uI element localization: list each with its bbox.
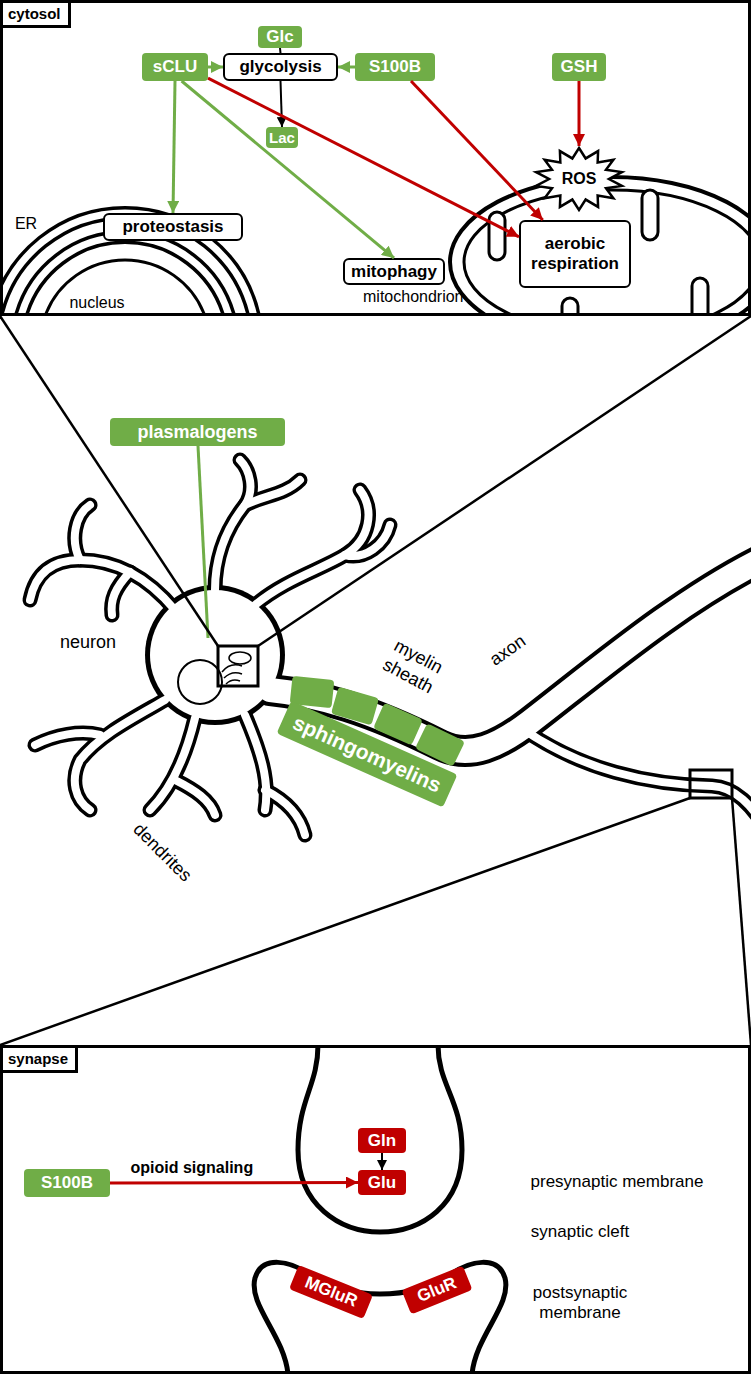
- crista: [692, 278, 708, 316]
- myelin-segment: [373, 703, 423, 746]
- outer-membrane: [450, 177, 751, 316]
- label-text: synaptic cleft: [505, 1222, 655, 1242]
- node-text: GSH: [561, 57, 598, 77]
- crista: [642, 190, 658, 240]
- node-text: sCLU: [153, 57, 197, 77]
- connector-arrow: [110, 1181, 358, 1185]
- label-text: presynaptic membrane: [497, 1172, 737, 1192]
- label-text: myelin sheath: [371, 631, 455, 703]
- process-box: proteostasis: [103, 213, 243, 241]
- presynaptic-terminal: [298, 1045, 462, 1232]
- soma-mitochondrion: [229, 652, 251, 664]
- label-text: postsynaptic membrane: [520, 1283, 640, 1324]
- er-outline: [3, 213, 254, 313]
- connector-arrow: [381, 1153, 383, 1170]
- connector-arrow: [208, 78, 519, 237]
- connector-arrow: [208, 66, 223, 69]
- node-text: proteostasis: [122, 217, 223, 237]
- soma-er: [222, 665, 242, 684]
- connector-arrow: [338, 66, 355, 69]
- zoom-square: [690, 770, 732, 798]
- panel-tag: synapse: [3, 1048, 78, 1073]
- axon-fill: [270, 558, 751, 751]
- panel-frame: synapseS100B GlnGluMGluR GluR: [0, 1045, 751, 1374]
- er-and-nucleus: [3, 213, 254, 313]
- zoom-line: [0, 798, 690, 1045]
- er-lumen: [3, 213, 254, 313]
- node-text: Glc: [266, 27, 293, 47]
- green-box: Lac: [266, 127, 298, 148]
- crista: [489, 212, 505, 260]
- edge-label: opioid signaling: [92, 1159, 292, 1177]
- node-text: mitochondrion: [363, 288, 464, 306]
- node-text: Lac: [269, 129, 295, 146]
- node-text: glycolysis: [239, 57, 321, 77]
- leader-line: [198, 446, 208, 638]
- crista: [562, 298, 578, 316]
- node-text: MGluR: [302, 1273, 360, 1312]
- node-text: aerobic respiration: [521, 234, 629, 273]
- node-text: Gln: [368, 1131, 396, 1151]
- inner-membrane: [464, 190, 751, 316]
- red-box: MGluR: [289, 1265, 373, 1319]
- node-text: Glu: [368, 1173, 396, 1193]
- connector-arrow: [281, 81, 283, 127]
- process-box: glycolysis: [223, 53, 338, 81]
- dendrite-outline: [30, 460, 390, 835]
- postsynaptic-terminal: [254, 1262, 506, 1374]
- connector-arrow: [578, 81, 581, 146]
- panel-frame: cytosolGlc sCLU glycolysis S100B GSH LacROS pr…: [0, 0, 751, 316]
- node-text: S100B: [41, 1173, 93, 1193]
- neuron-illustration: [30, 460, 751, 835]
- green-box: plasmalogens: [110, 418, 285, 446]
- label-text: axon: [481, 628, 534, 674]
- green-box: S100B: [24, 1169, 110, 1197]
- green-box: sCLU: [142, 53, 208, 81]
- red-box: GluR: [402, 1266, 473, 1315]
- node-text: GluR: [415, 1273, 460, 1306]
- soma-fill: [150, 590, 280, 720]
- node-text: ROS: [533, 146, 625, 212]
- zoom-line: [732, 798, 751, 1045]
- zoom-line: [0, 316, 218, 646]
- zoom-line: [258, 316, 751, 646]
- red-box: Glu: [358, 1170, 406, 1195]
- axon-outline: [270, 558, 751, 751]
- green-box: Glc: [258, 26, 302, 48]
- label-text: nucleus: [62, 293, 132, 312]
- process-box: mitophagy: [343, 258, 445, 285]
- red-box: Gln: [358, 1128, 406, 1153]
- zoom-square: [218, 646, 258, 686]
- nucleus-envelope: [45, 260, 205, 313]
- node-text: mitophagy: [351, 262, 437, 282]
- starburst-shape: ROS: [533, 146, 625, 212]
- green-box: S100B: [355, 53, 435, 81]
- green-box: GSH: [552, 53, 606, 81]
- label-text: dendrites: [123, 813, 202, 892]
- soma-nucleus: [178, 660, 222, 704]
- node-text: S100B: [369, 57, 421, 77]
- myelin-segment: [331, 687, 379, 725]
- panel-tag: cytosol: [3, 3, 71, 28]
- process-box: aerobic respiration: [519, 220, 631, 288]
- label-text: ER: [6, 214, 46, 233]
- dendrite-fill: [30, 460, 390, 835]
- label-text: neuron: [56, 632, 120, 654]
- node-text: plasmalogens: [137, 422, 257, 443]
- connector-arrow: [173, 81, 175, 213]
